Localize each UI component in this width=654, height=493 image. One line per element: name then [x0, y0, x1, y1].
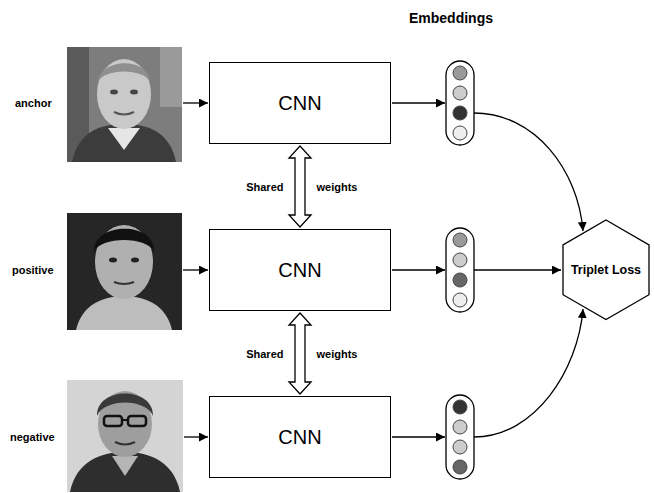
- face-photo: [67, 380, 183, 492]
- output-arrow: [392, 436, 445, 437]
- column-heading: Embeddings: [409, 10, 493, 26]
- input-role: negative: [10, 431, 55, 443]
- face-photo: [67, 213, 182, 330]
- hexagon-shape: [563, 220, 649, 320]
- node-label: Triplet Loss: [571, 263, 641, 277]
- process-box: CNN: [209, 396, 391, 478]
- input-role: anchor: [15, 97, 52, 109]
- node-label: CNN: [278, 92, 321, 115]
- embedding-vector: [446, 61, 474, 145]
- loss-arrow: [474, 113, 583, 231]
- edge-label: Shared weights: [246, 181, 357, 193]
- node-label: CNN: [278, 259, 321, 282]
- input-role: positive: [12, 264, 54, 276]
- loss-arrow: [474, 269, 561, 270]
- loss-hexagon: Triplet Loss: [562, 219, 650, 321]
- output-arrow: [392, 102, 445, 103]
- loss-arrow: [474, 309, 583, 437]
- embedding-vector: [446, 228, 474, 312]
- node-label: CNN: [278, 426, 321, 449]
- embedding-vector: [446, 395, 474, 479]
- input-arrow: [183, 102, 208, 103]
- process-box: CNN: [209, 229, 391, 311]
- input-arrow: [184, 436, 208, 437]
- input-arrow: [183, 269, 208, 270]
- output-arrow: [392, 269, 445, 270]
- face-photo: [67, 47, 182, 162]
- process-box: CNN: [209, 62, 391, 144]
- edge-label: Shared weights: [246, 348, 357, 360]
